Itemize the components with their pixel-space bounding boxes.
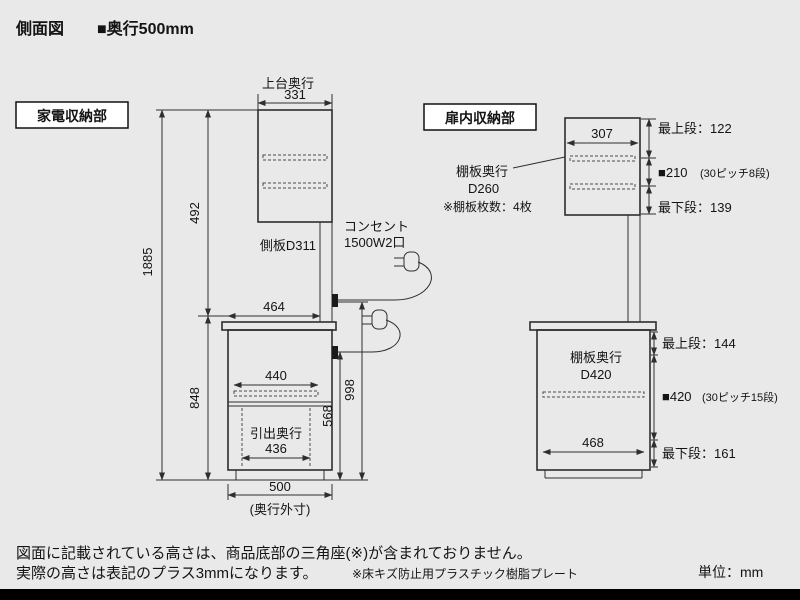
dim-label-464: 464	[263, 299, 285, 314]
base-plinth	[235, 470, 325, 480]
dim-label-848: 848	[187, 387, 202, 409]
outlet-lower	[332, 346, 338, 359]
upper-cabinet-outline	[257, 109, 333, 223]
right-diagram: 307 棚板奥行 D260 ※棚板枚数：4枚 最上段：122 ■210 (30ピ…	[443, 117, 778, 479]
base-plinth	[544, 470, 643, 479]
footer-note-3: ※床キズ防止用プラスチック樹脂プレート	[352, 566, 578, 581]
lower-bottom-row-label: 最下段：161	[662, 446, 736, 461]
power-plug-icon-lower	[338, 309, 401, 353]
dim-label-468: 468	[582, 435, 604, 450]
left-section-label: 家電収納部	[37, 108, 107, 124]
lower-cabinet-outline	[536, 329, 651, 471]
dim-label-500: 500	[269, 479, 291, 494]
plug-cord	[338, 319, 401, 353]
lower-pitch-note: (30ピッチ15段)	[702, 390, 778, 404]
outlet-upper	[332, 294, 338, 307]
lower-top-row-label: 最上段：144	[662, 336, 736, 351]
footer-note-1: 図面に記載されている高さは、商品底部の三角座(※)が含まれておりません。	[16, 545, 532, 562]
counter-top	[529, 321, 657, 331]
dim-label-492: 492	[187, 202, 202, 224]
lower-pitch-label: ■420	[662, 389, 692, 404]
page-subtitle: ■奥行500mm	[97, 19, 194, 38]
dim-label-307: 307	[591, 126, 613, 141]
shelf-depth-leader	[512, 156, 566, 169]
upper-shelf-band-2	[569, 183, 636, 190]
dim-label-436: 436	[265, 441, 287, 456]
upper-shelf-depth-line2: D260	[468, 181, 499, 196]
lower-shelf-depth-line2: D420	[580, 367, 611, 382]
lower-shelf-depth-line1: 棚板奥行	[570, 350, 622, 365]
right-section-label-box	[423, 103, 537, 131]
lower-cabinet-divider	[228, 401, 332, 407]
upper-shelf-band-1	[569, 155, 636, 162]
plug-body-icon	[371, 309, 388, 330]
left-section-label-box	[15, 101, 129, 129]
footer-note-2: 実際の高さは表記のプラス3mmになります。	[16, 565, 318, 582]
outlet-caption-line1: コンセント	[344, 219, 409, 234]
back-panel	[627, 215, 641, 322]
lower-cabinet-outline	[227, 329, 333, 471]
back-panel	[319, 222, 333, 322]
upper-top-row-label: 最上段：122	[658, 121, 732, 136]
plug-body-icon	[403, 251, 420, 272]
shelf-count-note: ※棚板枚数：4枚	[443, 199, 532, 214]
top-depth-caption: 上台奥行	[262, 76, 314, 91]
bottom-bar	[0, 589, 800, 600]
lower-shelf-band	[542, 391, 645, 398]
dim-label-998: 998	[342, 379, 357, 401]
outlet-caption-line2: 1500W2口	[344, 235, 405, 250]
dim-label-568: 568	[320, 405, 335, 427]
dim-label-331: 331	[284, 87, 306, 102]
upper-shelf-depth-line1: 棚板奥行	[456, 164, 508, 179]
drawer-caption: 引出奥行	[250, 426, 302, 441]
dim-label-440: 440	[265, 368, 287, 383]
upper-shelf-band-1	[262, 154, 328, 161]
side-panel-label: 側板D311	[260, 238, 316, 253]
counter-top	[221, 321, 337, 331]
upper-bottom-row-label: 最下段：139	[658, 200, 732, 215]
right-section-label: 扉内収納部	[445, 110, 515, 126]
upper-pitch-label: ■210	[658, 165, 688, 180]
upper-pitch-note: (30ピッチ8段)	[700, 166, 770, 180]
dim-label-1885: 1885	[140, 248, 155, 277]
upper-shelf-band-2	[262, 182, 328, 189]
plug-prongs-icon	[394, 257, 404, 267]
page-title: 側面図	[15, 19, 64, 38]
power-plug-icon-upper	[338, 251, 432, 301]
plug-cord	[338, 261, 432, 301]
bottom-depth-caption: (奥行外寸)	[250, 502, 311, 517]
slide-shelf-band	[233, 390, 319, 397]
unit-label: 単位：mm	[698, 564, 763, 580]
upper-cabinet-outline	[564, 117, 641, 216]
left-diagram: 上台奥行 331 1885 492 848 464 側板D311 コンセント 1…	[140, 76, 432, 517]
plug-prongs-icon	[362, 315, 372, 325]
